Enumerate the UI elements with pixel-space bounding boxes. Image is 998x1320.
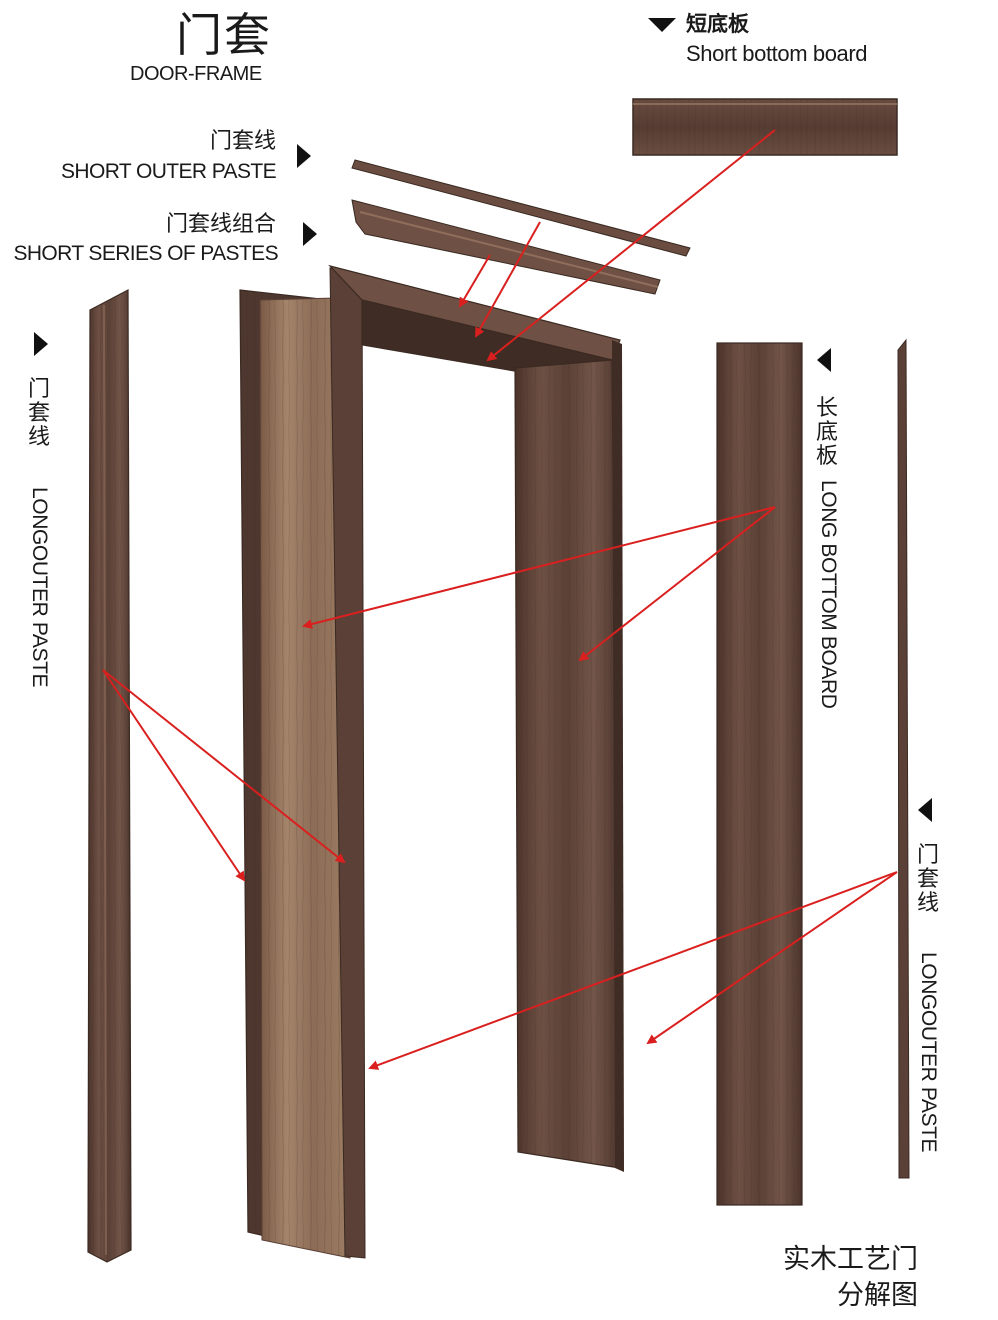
long-bottom-board-label-zh: 长底板 (815, 395, 838, 468)
short-outer-paste-label-zh: 门套线 (209, 128, 276, 153)
callout-arrows (102, 129, 898, 1070)
long-bottom-board-label-en: LONG BOTTOM BOARD (817, 480, 840, 709)
short-outer-paste-strip (351, 159, 691, 257)
page-subtitle: DOOR-FRAME (130, 63, 262, 85)
left-long-outer-paste (87, 289, 132, 1263)
right-long-outer-paste (897, 338, 910, 1179)
short-bottom-board-label-zh: 短底板 (686, 13, 749, 36)
short-bottom-board-label-en: Short bottom board (686, 41, 868, 66)
short-bottom-board (632, 98, 898, 156)
footer-line-1: 实木工艺门 (783, 1244, 918, 1274)
triangle-pointer-icon (817, 348, 831, 372)
right-outer-paste-label-zh: 门套线 (916, 842, 939, 915)
short-outer-paste-label-en: SHORT OUTER PASTE (60, 160, 277, 183)
triangle-pointer-icon (303, 222, 317, 246)
left-outer-paste-label-zh: 门套线 (27, 376, 50, 449)
short-series-pastes-label-zh: 门套线组合 (165, 211, 276, 236)
door-frame-assembly (239, 264, 624, 1259)
left-outer-paste-label-en: LONGOUTER PASTE (28, 487, 51, 688)
triangle-pointer-icon (297, 144, 311, 168)
long-bottom-board (716, 342, 803, 1206)
triangle-down-icon (648, 18, 676, 32)
triangle-pointer-icon (34, 332, 48, 356)
right-outer-paste-label-en: LONGOUTER PASTE (917, 952, 940, 1153)
short-series-pastes-label-en: SHORT SERIES OF PASTES (13, 242, 278, 265)
triangle-pointer-icon (918, 798, 932, 822)
short-series-pastes-strip (351, 199, 661, 295)
page-title: 门套 (176, 9, 272, 61)
footer-line-2: 分解图 (837, 1280, 918, 1310)
